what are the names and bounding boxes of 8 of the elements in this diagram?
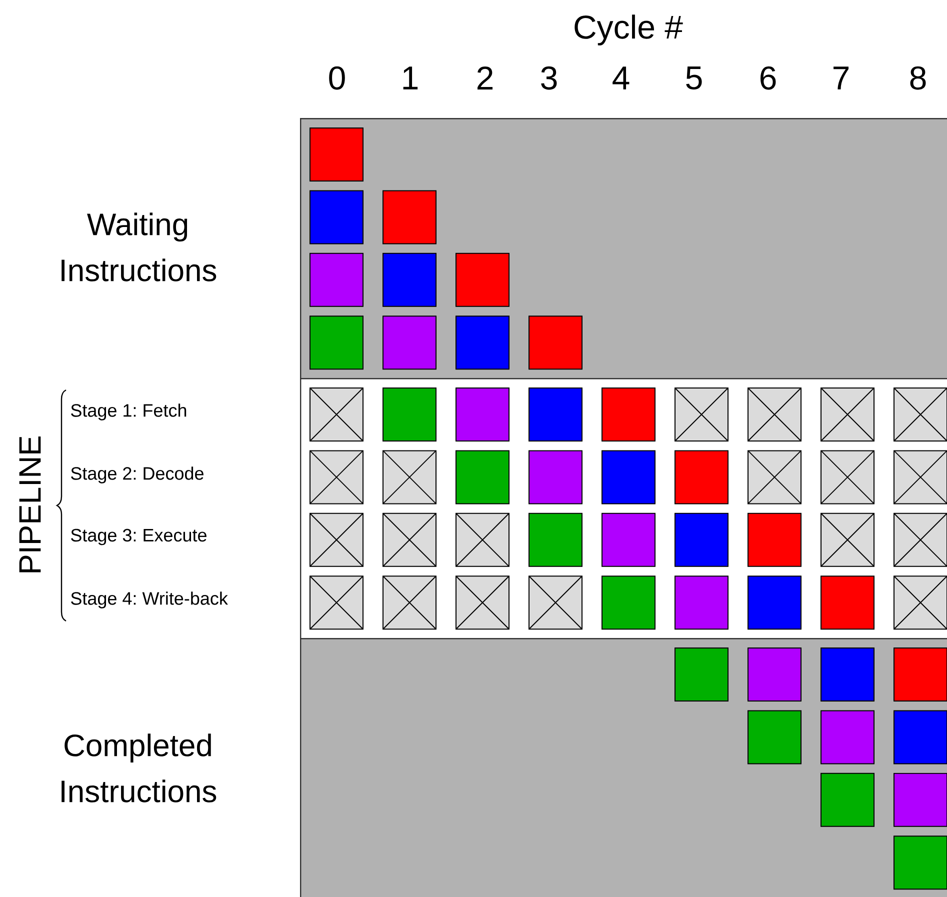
stage-label: Stage 2: Decode (71, 466, 204, 484)
stage-label: Stage 3: Execute (71, 528, 206, 546)
pipeline-label: PIPELINE (19, 436, 41, 572)
stage-label: Stage 4: Write-back (71, 592, 228, 608)
panel-heading: Completed Instructions (62, 734, 216, 802)
stage-label: Stage 1: Fetch (71, 404, 186, 420)
panel-heading: Waiting Instructions (62, 212, 216, 282)
axis-title: Cycle # (574, 14, 683, 46)
